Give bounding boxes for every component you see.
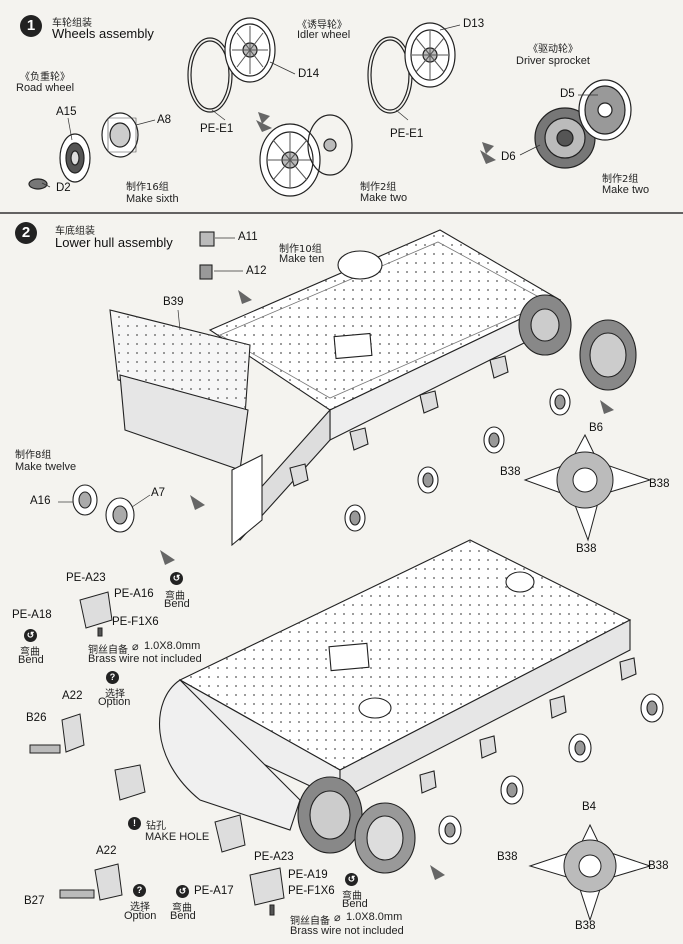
- wheel-pair-drawing: [72, 484, 135, 533]
- bend-icon: ↺: [24, 629, 37, 642]
- lower-hull-drawing: [159, 539, 664, 874]
- idler-wheel-label-zh: 《诱导轮》: [297, 20, 347, 31]
- road-wheel-label: Road wheel: [16, 82, 75, 94]
- pe2-bend2-zh: 弯曲: [342, 891, 362, 902]
- part-a7: A7: [151, 487, 166, 499]
- pe-part-drawings: [29, 591, 285, 916]
- pe1-bend-zh: 弯曲: [165, 591, 185, 602]
- step-2-badge: 2: [15, 222, 37, 244]
- part-a22-1: A22: [62, 690, 83, 702]
- pe1-bend2: Bend: [18, 654, 44, 666]
- idler-wheel-drawing: [187, 17, 353, 197]
- part-b38-lower-right: B38: [648, 860, 669, 872]
- sprocket-drawing: [367, 22, 632, 169]
- idler-wheel-label: Idler wheel: [297, 29, 351, 41]
- part-b38-upper-left: B38: [500, 466, 521, 478]
- pe1-wire-size: 1.0X8.0mm: [144, 640, 201, 652]
- option-icon: ?: [106, 671, 119, 684]
- pe2-bend: Bend: [170, 910, 196, 922]
- assembly-arrows-step1: [256, 112, 496, 164]
- pe1-bend2-zh: 弯曲: [20, 647, 40, 658]
- option-1: Option: [98, 696, 131, 708]
- pe1-wire-note: Brass wire not included: [88, 653, 202, 665]
- part-pe-e1-idler: PE-E1: [200, 123, 234, 135]
- part-pe-f1x6-2: PE-F1X6: [288, 885, 335, 897]
- part-b38-upper-bottom: B38: [576, 543, 597, 555]
- pe2-wire-note: Brass wire not included: [290, 925, 404, 937]
- part-a12: A12: [246, 265, 267, 277]
- option-1-zh: 选择: [105, 689, 125, 700]
- pe2-bend2: Bend: [342, 898, 368, 910]
- road-wheel-label-zh: 《负重轮》: [20, 72, 70, 83]
- part-b39: B39: [163, 296, 184, 308]
- return-roller-qty: Make ten: [279, 253, 325, 265]
- part-b27: B27: [24, 895, 45, 907]
- sprocket-star-lower: [528, 823, 652, 922]
- option-icon: ?: [133, 884, 146, 897]
- part-d2: D2: [56, 182, 71, 194]
- part-pe-e1-sprocket: PE-E1: [390, 128, 424, 140]
- part-a11: A11: [238, 231, 258, 243]
- pe1-wire-zh: 铜丝自备: [88, 645, 128, 656]
- pe1-bend: Bend: [164, 598, 190, 610]
- part-b26: B26: [26, 712, 47, 724]
- step-1-title: Wheels assembly: [52, 26, 154, 41]
- part-pe-a23-1: PE-A23: [66, 572, 106, 584]
- drill-icon: !: [128, 817, 141, 830]
- part-pe-a18: PE-A18: [12, 609, 52, 621]
- part-a8: A8: [157, 114, 172, 126]
- part-b4: B4: [582, 801, 597, 813]
- step-2-title-zh: 车底组装: [55, 226, 95, 237]
- idler-wheel-qty: Make two: [360, 192, 408, 204]
- bend-icon: ↺: [170, 572, 183, 585]
- part-pe-f1x6-1: PE-F1X6: [112, 616, 159, 628]
- sprocket-label-zh: 《驱动轮》: [528, 44, 578, 55]
- sprocket-qty: Make two: [602, 184, 650, 196]
- part-pe-a23-2: PE-A23: [254, 851, 294, 863]
- wheel-pair-qty: Make twelve: [15, 461, 77, 473]
- step-1-title-zh: 车轮组装: [52, 18, 92, 29]
- make-hole-zh: 钻孔: [146, 821, 166, 832]
- road-wheel-qty-zh: 制作16组: [126, 182, 169, 193]
- assembly-arrows-step2: [160, 290, 614, 880]
- bend-icon: ↺: [176, 885, 189, 898]
- pe2-wire-size: 1.0X8.0mm: [346, 911, 403, 923]
- sprocket-star-upper: [523, 433, 652, 542]
- part-d14: D14: [298, 68, 320, 80]
- road-wheel-qty: Make sixth: [126, 193, 179, 205]
- idler-wheel-qty-zh: 制作2组: [360, 182, 397, 193]
- wheel-pair-qty-zh: 制作8组: [15, 450, 52, 461]
- part-a22-2: A22: [96, 845, 117, 857]
- part-a16: A16: [30, 495, 51, 507]
- part-d5: D5: [560, 88, 575, 100]
- part-pe-a17: PE-A17: [194, 885, 234, 897]
- part-b38-lower-bottom: B38: [575, 920, 596, 932]
- leader-lines: [41, 24, 598, 508]
- part-pe-a19: PE-A19: [288, 869, 328, 881]
- sprocket-qty-zh: 制作2组: [602, 174, 639, 185]
- part-d13: D13: [463, 18, 485, 30]
- road-wheel-drawing: [28, 112, 139, 190]
- pe2-bend-zh: 弯曲: [172, 903, 192, 914]
- part-pe-a16: PE-A16: [114, 588, 154, 600]
- sprocket-label: Driver sprocket: [516, 55, 590, 67]
- option-2: Option: [124, 910, 157, 922]
- part-b38-lower-left: B38: [497, 851, 518, 863]
- part-b6: B6: [589, 422, 604, 434]
- option-2-zh: 选择: [130, 902, 150, 913]
- pe2-wire-zh: 铜丝自备: [290, 916, 330, 927]
- part-d6: D6: [501, 151, 516, 163]
- step-2-title: Lower hull assembly: [55, 235, 173, 250]
- return-roller-qty-zh: 制作10组: [279, 244, 322, 255]
- step-1-badge: 1: [20, 15, 42, 37]
- diameter-icon: ⌀: [132, 641, 139, 653]
- part-a15: A15: [56, 106, 77, 118]
- make-hole: MAKE HOLE: [145, 831, 210, 843]
- diameter-icon: ⌀: [334, 912, 341, 924]
- bend-icon: ↺: [345, 873, 358, 886]
- upper-hull-drawing: [109, 229, 637, 547]
- part-b38-upper-right: B38: [649, 478, 670, 490]
